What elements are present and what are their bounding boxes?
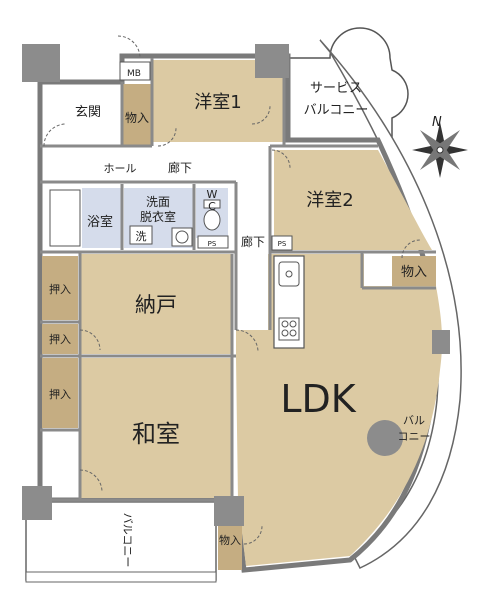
closet-top <box>122 84 152 146</box>
japanese-room <box>80 358 232 498</box>
oshiire-1 <box>42 256 78 320</box>
oshiire-3 <box>42 358 78 428</box>
compass-north-label: N <box>432 115 442 130</box>
western-room-2-label: 洋室2 <box>306 190 353 211</box>
fixtures <box>119 61 293 251</box>
ps-label-1: PS <box>208 240 217 248</box>
bottom-balcony <box>25 501 217 583</box>
oshiire-1-label: 押入 <box>49 282 71 296</box>
right-balcony-label-1: バル <box>403 414 425 427</box>
bath-room <box>82 188 122 248</box>
right-balcony-label-2: コニー <box>398 430 431 443</box>
closet-bottom-label: 物入 <box>219 533 241 547</box>
kitchen-counter <box>273 255 305 349</box>
closet-right <box>392 256 436 286</box>
wc-label-2: C <box>208 200 216 213</box>
hall-label: ホール <box>104 162 137 175</box>
mb-label: MB <box>127 69 141 79</box>
oshiire-2 <box>42 324 78 354</box>
storage-room-label: 納戸 <box>135 293 177 317</box>
interior-walls <box>40 58 436 502</box>
closet-right-label: 物入 <box>401 265 427 280</box>
compass-rose: N <box>412 115 468 178</box>
service-balcony-label-1: サービス <box>310 81 362 96</box>
ps-label-2: PS <box>278 240 287 248</box>
corridor-lower-label: 廊下 <box>241 234 265 249</box>
structural-columns <box>22 44 450 526</box>
washer-label: 洗 <box>136 230 147 243</box>
washroom-label-1: 洗面 <box>146 195 170 209</box>
wc-label-1: W <box>207 188 218 201</box>
service-balcony-label-2: バルコニー <box>304 103 369 118</box>
closet-bottom <box>218 522 242 570</box>
entrance-label: 玄関 <box>75 105 101 120</box>
japanese-room-label: 和室 <box>132 420 180 448</box>
storage-room <box>80 254 232 354</box>
washroom-label-2: 脱衣室 <box>140 209 176 224</box>
ldk-label: LDK <box>280 377 356 421</box>
bath-label: 浴室 <box>87 214 113 230</box>
bottom-balcony-label: バルコニー <box>121 513 134 568</box>
bathtub <box>49 189 81 247</box>
oshiire-3-label: 押入 <box>49 387 71 401</box>
western-room-1-label: 洋室1 <box>194 92 241 113</box>
oshiire-2-label: 押入 <box>49 332 71 346</box>
closet-top-label: 物入 <box>125 111 149 125</box>
western-room-2 <box>274 150 432 250</box>
corridor-upper-label: 廊下 <box>168 160 192 175</box>
doors <box>43 35 421 545</box>
